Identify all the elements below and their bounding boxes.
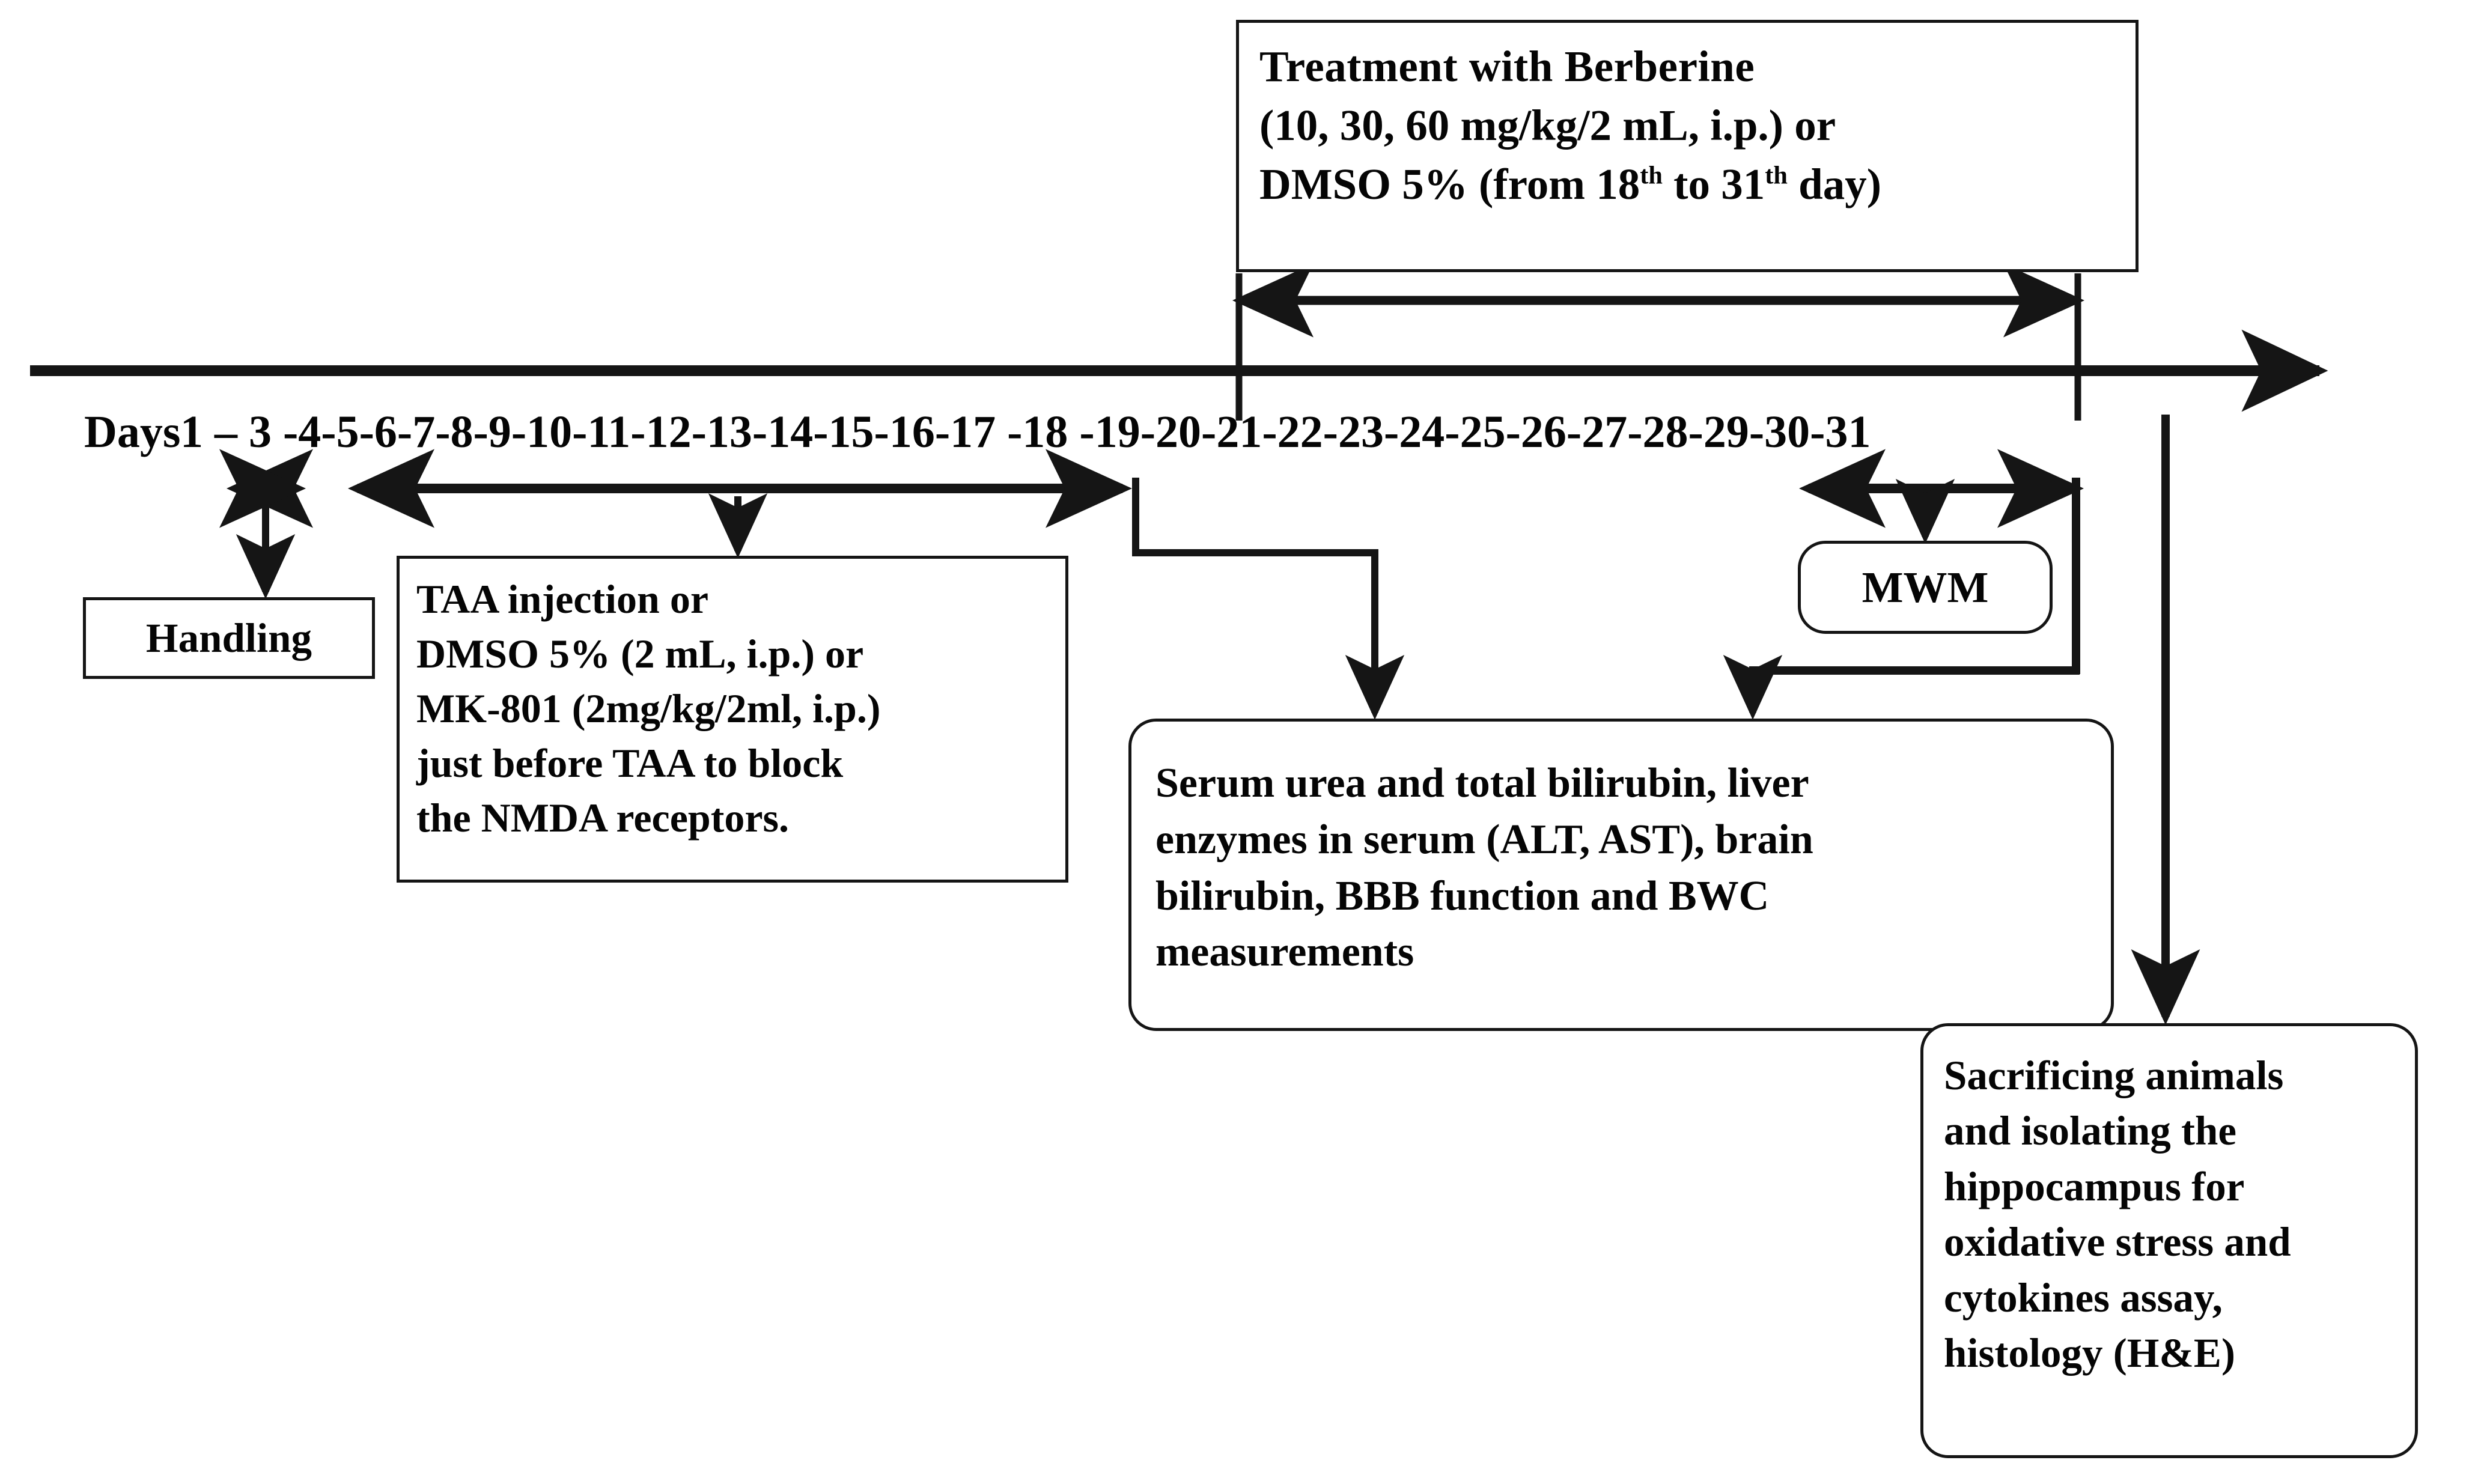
days-tick-labels: 1 – 3 -4-5-6-7-8-9-10-11-12-13-14-15-16-… [180,407,1871,457]
mwm-label: MWM [1862,562,1989,612]
sacrifice-line-3: hippocampus for [1944,1163,2245,1209]
treatment-line-3b: to 31 [1662,159,1765,208]
treatment-sup-31th: th [1765,161,1788,190]
sacrifice-line-2: and isolating the [1944,1108,2236,1154]
taa-span-arrow [348,449,1132,558]
sacrifice-line-6: histology (H&E) [1944,1330,2235,1376]
days-axis-label: Days [84,407,181,457]
serum-line-1: Serum urea and total bilirubin, liver [1155,760,1809,806]
treatment-line-3c: day) [1787,159,1882,208]
treatment-span-bracket [1232,263,2084,421]
treatment-line-3: DMSO 5% (from 18th to 31th day) [1259,155,2115,214]
treatment-line-2: (10, 30, 60 mg/kg/2 mL, i.p.) or [1259,100,1836,150]
sacrifice-box: Sacrificing animals and isolating the hi… [1920,1023,2418,1458]
day17-to-serum-connector [1132,478,1405,720]
taa-line-5: the NMDA receptors. [416,795,790,841]
taa-injection-box: TAA injection or DMSO 5% (2 mL, i.p.) or… [397,556,1068,883]
sacrifice-line-5: cytokines assay, [1944,1274,2223,1321]
taa-line-4: just before TAA to block [416,740,844,786]
serum-measurements-box: Serum urea and total bilirubin, liver en… [1128,719,2114,1031]
treatment-line-3a: DMSO 5% (from 18 [1259,159,1640,208]
sacrifice-line-1: Sacrificing animals [1944,1053,2284,1098]
handling-span-arrow [219,449,313,599]
serum-line-3: bilirubin, BBB function and BWC [1155,872,1770,919]
sacrifice-line-4: oxidative stress and [1944,1219,2291,1265]
taa-line-2: DMSO 5% (2 mL, i.p.) or [416,631,864,677]
handling-box: Handling [83,597,375,679]
taa-line-1: TAA injection or [416,576,709,622]
treatment-box: Treatment with Berberine (10, 30, 60 mg/… [1236,20,2139,272]
serum-line-2: enzymes in serum (ALT, AST), brain [1155,816,1813,863]
taa-line-3: MK-801 (2mg/kg/2ml, i.p.) [416,686,881,732]
mwm-span-arrow [1799,449,2084,544]
serum-line-4: measurements [1155,929,1414,976]
handling-label: Handling [145,615,312,661]
treatment-line-1: Treatment with Berberine [1259,42,1755,91]
treatment-sup-18th: th [1640,161,1663,190]
mwm-box: MWM [1798,541,2053,634]
